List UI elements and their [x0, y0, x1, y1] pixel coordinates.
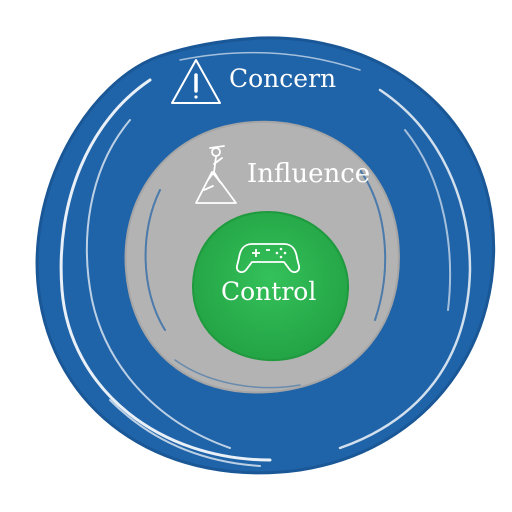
gamepad-icon — [236, 243, 300, 273]
mountain-climber-icon — [195, 145, 237, 204]
concern-label: Concern — [229, 64, 337, 93]
warning-icon — [171, 59, 221, 104]
control-circle — [191, 210, 350, 362]
control-label: Control — [221, 277, 317, 306]
influence-label: Influence — [247, 159, 371, 189]
